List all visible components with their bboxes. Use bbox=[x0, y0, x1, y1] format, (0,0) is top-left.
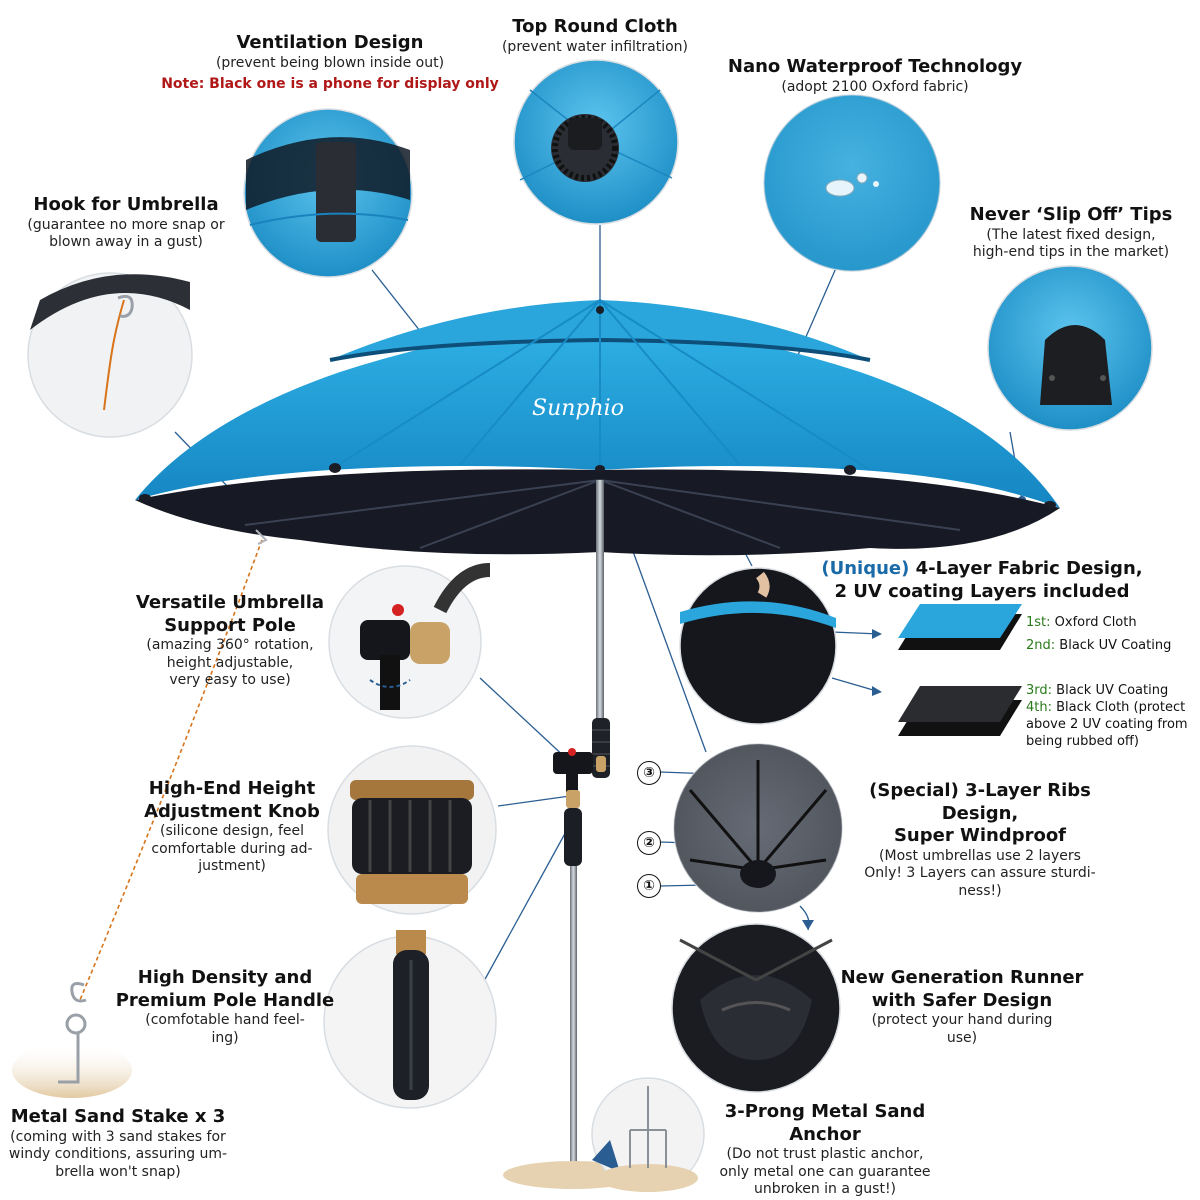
ribs-detail-image bbox=[673, 743, 843, 913]
runner-title-2: with Safer Design bbox=[871, 989, 1053, 1011]
nano-desc: (adopt 2100 Oxford fabric) bbox=[781, 78, 969, 95]
hook-detail-image bbox=[27, 272, 193, 438]
pole-desc-1: (amazing 360° rotation, bbox=[146, 637, 314, 653]
ventilation-desc: (prevent being blown inside out) bbox=[215, 54, 445, 71]
pole-title-2: Support Pole bbox=[164, 614, 296, 636]
ribs-title-1: (Special) 3-Layer Ribs Design, bbox=[869, 780, 1091, 824]
fabric-title-2: 2 UV coating Layers included bbox=[834, 580, 1130, 602]
tips-desc-1: (The latest fixed design, bbox=[986, 226, 1156, 243]
anchor-desc-1: (Do not trust plastic anchor, bbox=[726, 1146, 924, 1162]
pole-desc-2: height adjustable, bbox=[166, 654, 294, 671]
tips-desc-2: high-end tips in the market) bbox=[972, 244, 1170, 260]
anchor-detail-image bbox=[591, 1077, 705, 1192]
nano-callout: Nano Waterproof Technology (adopt 2100 O… bbox=[720, 56, 1030, 96]
stake-callout: Metal Sand Stake x 3 (coming with 3 sand… bbox=[0, 1106, 236, 1181]
anchor-desc-3: unbroken in a gust!) bbox=[753, 1181, 897, 1197]
layer-2-label: 2nd: Black UV Coating bbox=[1026, 637, 1172, 653]
layer-4-label: 4th: Black Cloth (protect bbox=[1026, 699, 1186, 715]
layer-1-label: 1st: Oxford Cloth bbox=[1026, 615, 1137, 630]
top-cloth-callout: Top Round Cloth (prevent water infiltrat… bbox=[470, 16, 720, 56]
pole-callout: Versatile Umbrella Support Pole (amazing… bbox=[130, 592, 330, 690]
pole-desc-3: very easy to use) bbox=[169, 672, 291, 688]
top-cloth-detail-image bbox=[513, 59, 679, 225]
stake-desc-1: (coming with 3 sand stakes for bbox=[10, 1128, 226, 1145]
ribs-title-2: Super Windproof bbox=[893, 825, 1067, 846]
fabric-title-highlight: (Unique) bbox=[821, 558, 910, 579]
knob-detail-image bbox=[327, 745, 497, 915]
runner-callout: New Generation Runner with Safer Design … bbox=[836, 967, 1088, 1047]
stake-desc-2: windy conditions, assuring um- bbox=[8, 1146, 228, 1162]
fabric-layers-detail-image bbox=[679, 567, 837, 725]
hook-desc-1: (guarantee no more snap or bbox=[27, 216, 225, 233]
knob-desc-3: justment) bbox=[198, 858, 266, 874]
layer-1-2-labels: 1st: Oxford Cloth 2nd: Black UV Coating bbox=[1026, 615, 1198, 655]
handle-title-2: Premium Pole Handle bbox=[115, 989, 335, 1011]
ventilation-callout: Ventilation Design (prevent being blown … bbox=[160, 32, 500, 94]
tips-callout: Never ‘Slip Off’ Tips (The latest fixed … bbox=[946, 204, 1196, 262]
anchor-callout: 3-Prong Metal Sand Anchor (Do not trust … bbox=[690, 1101, 960, 1199]
layer-3-4-labels: 3rd: Black UV Coating 4th: Black Cloth (… bbox=[1026, 683, 1198, 751]
runner-desc-1: (protect your hand during bbox=[871, 1012, 1053, 1028]
handle-desc-2: ing) bbox=[211, 1029, 239, 1046]
runner-desc-2: use) bbox=[946, 1029, 978, 1046]
hook-desc-2: blown away in a gust) bbox=[49, 234, 203, 250]
knob-callout: High-End Height Adjustment Knob (silicon… bbox=[132, 778, 332, 876]
display-note: Note: Black one is a phone for display o… bbox=[161, 76, 499, 92]
pole-rotation-detail-image bbox=[328, 563, 491, 719]
ribs-desc-1: (Most umbrellas use 2 layers bbox=[879, 847, 1081, 864]
handle-title-1: High Density and bbox=[137, 967, 313, 988]
ribs-desc-3: ness!) bbox=[958, 882, 1002, 899]
fabric-title-rest: 4-Layer Fabric Design, bbox=[909, 558, 1143, 579]
hook-title: Hook for Umbrella bbox=[33, 194, 219, 215]
knob-title-2: Adjustment Knob bbox=[144, 800, 320, 822]
top-cloth-desc: (prevent water infiltration) bbox=[501, 38, 689, 55]
hook-callout: Hook for Umbrella (guarantee no more sna… bbox=[0, 194, 252, 252]
tips-detail-image bbox=[987, 265, 1153, 431]
layer-3-label: 3rd: Black UV Coating bbox=[1026, 683, 1169, 698]
ribs-callout: (Special) 3-Layer Ribs Design, Super Win… bbox=[836, 780, 1124, 900]
handle-detail-image bbox=[323, 930, 497, 1109]
pole-title-1: Versatile Umbrella bbox=[135, 592, 325, 613]
knob-title-1: High-End Height bbox=[148, 778, 316, 799]
runner-title-1: New Generation Runner bbox=[840, 967, 1084, 988]
layer-4-label-cont-2: being rubbed off) bbox=[1026, 733, 1139, 749]
brand-logo: Sunphio bbox=[532, 396, 624, 421]
umbrella-canopy bbox=[135, 320, 1060, 508]
stake-title: Metal Sand Stake x 3 bbox=[10, 1106, 226, 1127]
nano-title: Nano Waterproof Technology bbox=[727, 56, 1023, 77]
fabric-callout: (Unique) 4-Layer Fabric Design, 2 UV coa… bbox=[812, 558, 1152, 603]
runner-detail-image bbox=[671, 923, 841, 1093]
rib-layer-1-badge: ① bbox=[637, 874, 661, 898]
layer-4-label-cont: above 2 UV coating from bbox=[1026, 716, 1188, 732]
ventilation-title: Ventilation Design bbox=[236, 32, 424, 53]
top-cloth-title: Top Round Cloth bbox=[512, 16, 678, 37]
layer-stack-illustration bbox=[898, 604, 1022, 736]
anchor-title: 3-Prong Metal Sand Anchor bbox=[724, 1101, 926, 1145]
ribs-desc-2: Only! 3 Layers can assure sturdi- bbox=[864, 865, 1096, 881]
stake-desc-3: brella won't snap) bbox=[55, 1163, 181, 1180]
handle-desc-1: (comfotable hand feel- bbox=[145, 1012, 305, 1028]
knob-desc-2: comfortable during ad- bbox=[151, 840, 313, 857]
rib-layer-3-badge: ③ bbox=[637, 761, 661, 785]
rib-layer-2-badge: ② bbox=[637, 831, 661, 855]
fabric-title: (Unique) 4-Layer Fabric Design, bbox=[812, 558, 1152, 581]
ventilation-detail-image bbox=[243, 108, 413, 278]
knob-desc-1: (silicone design, feel bbox=[159, 823, 304, 839]
tips-title: Never ‘Slip Off’ Tips bbox=[969, 204, 1173, 225]
handle-callout: High Density and Premium Pole Handle (co… bbox=[110, 967, 340, 1047]
nano-fabric-detail-image bbox=[763, 94, 941, 272]
anchor-desc-2: only metal one can guarantee bbox=[719, 1163, 931, 1180]
sand-stake-illustration bbox=[58, 982, 87, 1084]
